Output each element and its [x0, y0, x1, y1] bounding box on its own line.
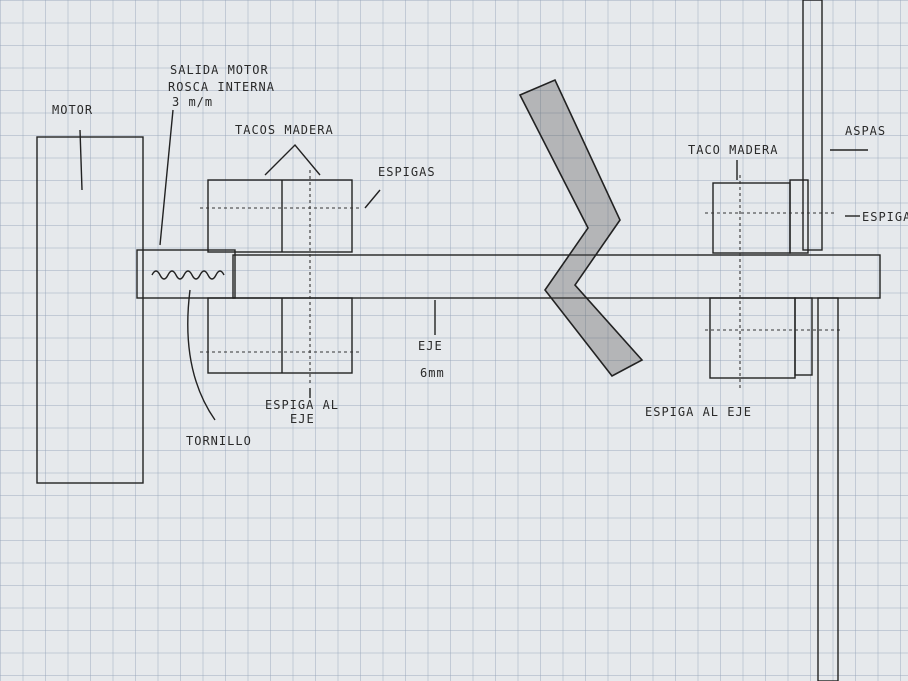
- label-tornillo: TORNILLO: [186, 434, 252, 448]
- left-lower-block: [207, 297, 353, 374]
- label-salida-3: 3 m/m: [172, 95, 213, 109]
- label-salida-1: SALIDA MOTOR: [170, 63, 269, 77]
- label-espiga-al-eje-2: EJE: [290, 412, 315, 426]
- right-upper-block: [712, 182, 791, 254]
- motor-output-thread: [136, 249, 236, 299]
- tornillo-arrow: [187, 289, 216, 421]
- screw: [151, 270, 225, 280]
- aspa-lower: [817, 297, 839, 681]
- label-tacos-madera: TACOS MADERA: [235, 123, 334, 137]
- tacos-arrows: [264, 143, 321, 176]
- label-eje: EJE: [418, 339, 443, 353]
- label-salida-2: ROSCA INTERNA: [168, 80, 275, 94]
- label-eje-size: 6mm: [420, 366, 445, 380]
- aspa-upper: [802, 0, 823, 251]
- label-taco-madera: TACO MADERA: [688, 143, 778, 157]
- label-espigas: ESPIGAS: [378, 165, 436, 179]
- label-aspas: ASPAS: [845, 124, 886, 138]
- salida-arrow: [159, 109, 174, 246]
- right-lower-block: [709, 297, 796, 379]
- motor-body: [36, 136, 144, 484]
- blade: [518, 78, 644, 378]
- label-espiga-al-eje-1: ESPIGA AL: [265, 398, 339, 412]
- label-espiga: ESPIGA: [862, 210, 908, 224]
- label-motor: MOTOR: [52, 103, 93, 117]
- espigas-arrow: [364, 189, 381, 209]
- motor-arrow: [79, 129, 83, 191]
- label-espiga-al-eje-right: ESPIGA AL EJE: [645, 405, 752, 419]
- left-upper-block: [207, 179, 353, 253]
- shaft: [232, 254, 881, 299]
